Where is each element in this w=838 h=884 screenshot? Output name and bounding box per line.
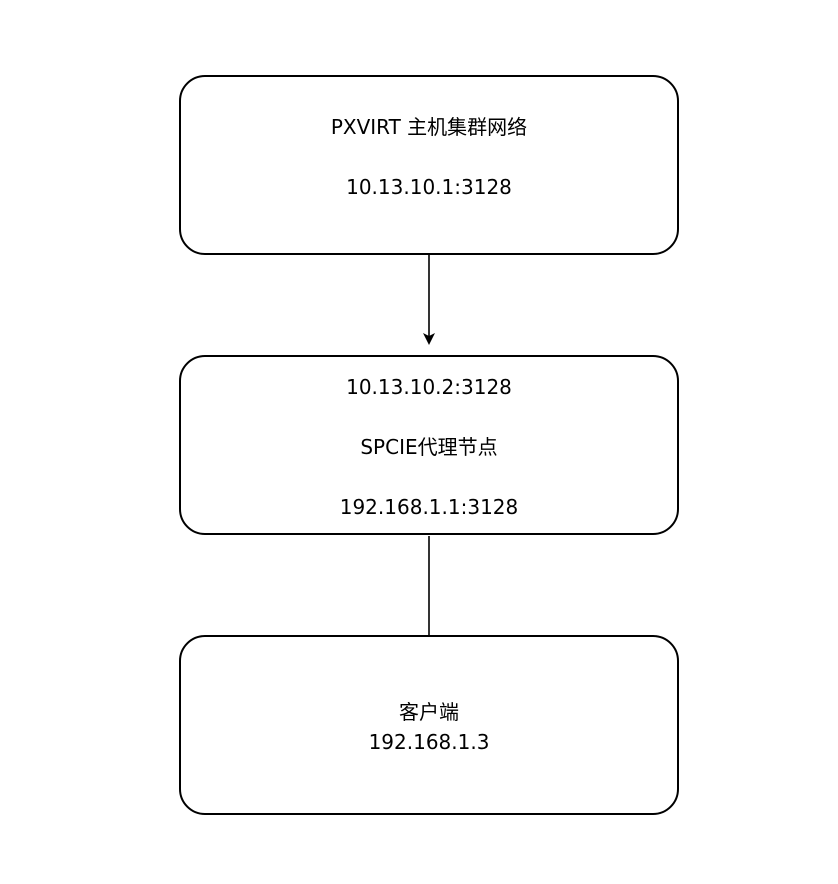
host-cluster-title: PXVIRT 主机集群网络 (330, 115, 528, 139)
node-proxy[interactable]: 10.13.10.2:3128 SPCIE代理节点 192.168.1.1:31… (179, 355, 679, 535)
proxy-address-downstream: 192.168.1.1:3128 (339, 495, 519, 519)
proxy-title: SPCIE代理节点 (360, 435, 498, 459)
node-host-cluster[interactable]: PXVIRT 主机集群网络 10.13.10.1:3128 (179, 75, 679, 255)
client-address: 192.168.1.3 (368, 730, 490, 754)
host-cluster-address: 10.13.10.1:3128 (346, 175, 512, 199)
client-title: 客户端 (399, 700, 459, 724)
node-client[interactable]: 客户端 192.168.1.3 (179, 635, 679, 815)
proxy-address-upstream: 10.13.10.2:3128 (346, 375, 512, 399)
